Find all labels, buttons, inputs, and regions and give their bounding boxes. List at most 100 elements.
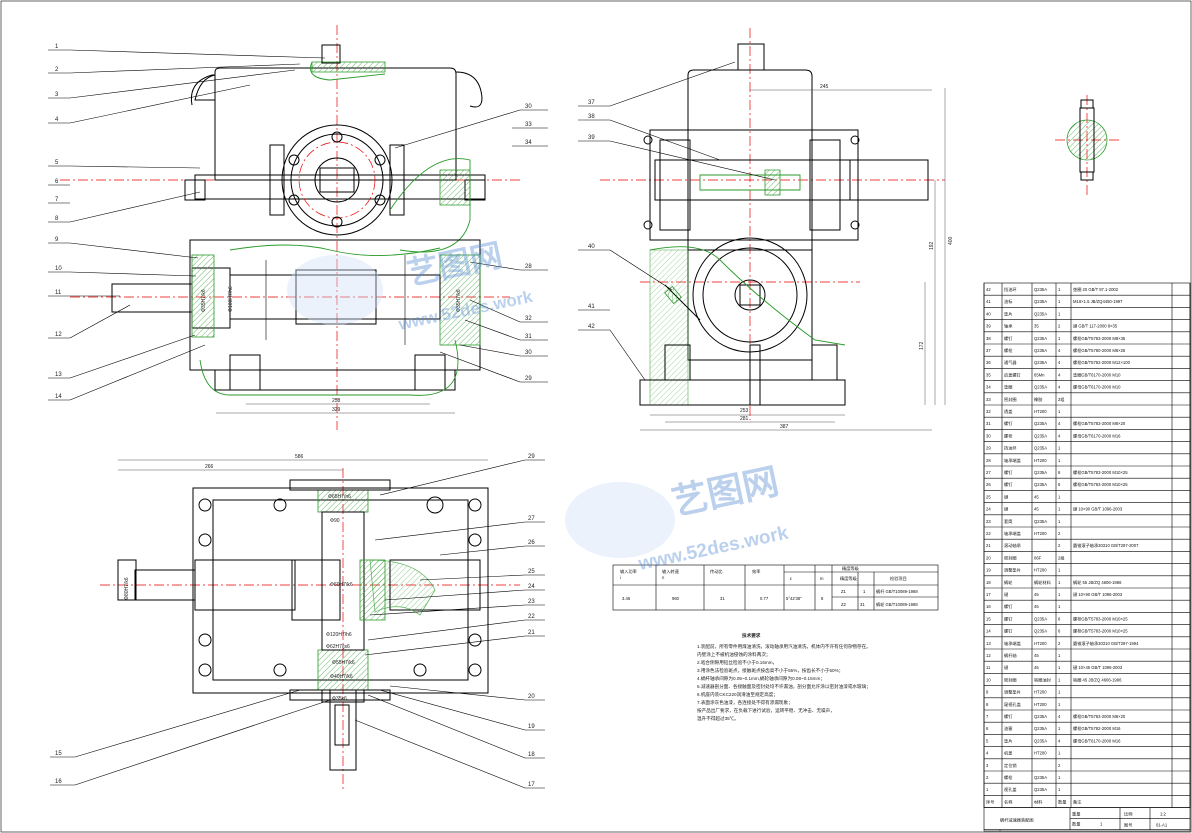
bom-cell: 挡油环 [1004, 286, 1017, 293]
bom-cell: 键 [1004, 664, 1009, 671]
bom-cell: 套筒 [1004, 518, 1012, 525]
bom-cell: 12 [986, 653, 991, 658]
bom-cell: 机盖 [1004, 750, 1012, 757]
part-callout: 3 [55, 92, 59, 98]
fit-label: Φ62H7/js6 [326, 644, 350, 650]
bom-cell: 26 [986, 482, 991, 487]
bom-cell: 4 [1058, 738, 1061, 743]
bom-cell: 65Mn [1034, 372, 1045, 377]
title-block-text: 图号 [1124, 823, 1132, 829]
bom-header: 备注 [1073, 798, 1082, 805]
bom-cell: 螺栓 [1004, 432, 1013, 439]
bom-cell: 19 [986, 568, 991, 573]
spec-value: 0.77 [760, 596, 769, 601]
bom-cell: 键 [1004, 591, 1009, 598]
spec-sub: i [620, 575, 621, 580]
bom-cell: 键 [1004, 506, 1009, 513]
dim-side-w3: 387 [780, 424, 789, 430]
part-callout: 23 [528, 599, 535, 605]
spec-value: 31 [860, 602, 865, 607]
bom-cell: 蜗轮 55 JB/ZQ 4606-1986 [1073, 579, 1122, 586]
bom-cell: 2组 [1058, 396, 1065, 402]
part-callout: 42 [588, 324, 595, 330]
bom-cell: 螺栓 [1004, 347, 1013, 354]
bom-cell: 螺钉 [1004, 615, 1013, 622]
note-line: 温升不得超过35℃。 [697, 715, 739, 722]
bom-cell: HT200 [1034, 409, 1047, 414]
bom-cell: 31 [986, 421, 991, 426]
spec-value: 5°42'38" [786, 596, 802, 601]
bom-cell: 油标 [1004, 298, 1012, 305]
bom-cell: 蜗轮材料 [1034, 579, 1052, 586]
spec-header: 精度等级 [842, 565, 860, 572]
note-line: 5.减速器剖分面、各接触面及密封处均不许漏油，剖分面允许涂以密封油漆或水玻璃； [697, 683, 871, 690]
bom-cell: Q235A [1034, 336, 1047, 341]
dim-side-w1: 253 [740, 408, 749, 414]
bom-cell: HT200 [1034, 690, 1047, 695]
bom-cell: 6 [1058, 629, 1061, 634]
bom-cell: 32 [986, 409, 991, 414]
bom-cell: 键 10×90 GB/T 1096-2003 [1073, 506, 1123, 513]
bom-cell: Q235A [1034, 385, 1047, 390]
part-callout: 2 [55, 67, 59, 73]
spec-value: Z2 [841, 602, 847, 607]
part-callout: 11 [55, 290, 62, 296]
spec-value: 蜗轮 GB/T10089-1988 [876, 601, 918, 608]
title-block-text: 1 [1100, 822, 1103, 827]
part-callout: 24 [528, 584, 535, 590]
bom-cell: 10 [986, 677, 991, 682]
bom-cell: 45 [1034, 494, 1039, 499]
part-callout: 30 [525, 350, 532, 356]
bom-cell: 垫圈GB/T6170-2000 M10 [1073, 371, 1121, 378]
part-callout: 10 [55, 266, 62, 272]
bom-cell: 06F [1034, 555, 1042, 560]
fit-label: Φ80H7/k6 [124, 577, 130, 600]
bom-cell: Q235A [1034, 714, 1047, 719]
bom-cell: HT200 [1034, 531, 1047, 536]
part-callout: 20 [528, 694, 535, 700]
bom-cell: 透盖 [1004, 408, 1012, 415]
bom-cell: 27 [986, 470, 991, 475]
note-line: 2.啮合侧隙用铅丝检验不小于0.16mm， [697, 659, 777, 666]
spec-header: 输入转速 [662, 568, 680, 575]
bom-cell: Q235A [1034, 738, 1047, 743]
bom-cell: 7 [986, 714, 989, 719]
bom-cell: 18 [986, 580, 991, 585]
dim-side-w2: 281 [740, 416, 749, 422]
bom-cell: 密封圈 [1004, 396, 1017, 403]
bom-cell: 6 [986, 726, 989, 731]
bom-cell: 34 [986, 385, 991, 390]
part-callout: 13 [55, 372, 62, 378]
part-callout: 40 [588, 244, 595, 250]
note-line: 1.装配前，所有零件用煤油清洗，滚动轴承用汽油清洗，机体内不许有任何杂物存在。 [697, 643, 871, 650]
dim-side-h3: 172 [919, 341, 925, 350]
bom-cell: 24 [986, 507, 991, 512]
bom-cell: 1 [1058, 604, 1061, 609]
bom-cell: 35 [986, 372, 991, 377]
bom-cell: Q235A [1034, 616, 1047, 621]
bom-cell: 1 [1058, 690, 1061, 695]
bom-cell: HT200 [1034, 751, 1047, 756]
bom-cell: Q235A [1034, 360, 1047, 365]
bom-cell: Q235A [1034, 287, 1047, 292]
bom-cell: 螺母GB/T6170-2000 M16 [1073, 737, 1121, 744]
bom-cell: 毡圈油封 [1034, 676, 1051, 683]
part-callout: 26 [528, 540, 535, 546]
spec-value: Z1 [841, 589, 847, 594]
bom-cell: 45 [1034, 507, 1039, 512]
bom-cell: 6 [1058, 616, 1061, 621]
front-view [60, 25, 520, 430]
bom-cell: 螺栓GB/T5783-2000 M10×25 [1073, 628, 1128, 635]
note-line: 7.表面涂灰色油漆，各连接处不得有渗漏现象； [697, 699, 793, 706]
bom-cell: 调整垫片 [1004, 567, 1021, 574]
bom-cell: 键 10×45 GB/T 1096-2003 [1073, 664, 1123, 671]
bom-cell: 45 [1034, 592, 1039, 597]
part-callout: 19 [528, 724, 535, 730]
bom-cell: 5 [986, 738, 989, 743]
bom-cell: 1 [1058, 287, 1061, 292]
part-callout: 16 [55, 779, 62, 785]
bom-cell: 1 [1058, 507, 1061, 512]
part-callout: 15 [55, 751, 62, 757]
part-callout: 37 [588, 100, 595, 106]
